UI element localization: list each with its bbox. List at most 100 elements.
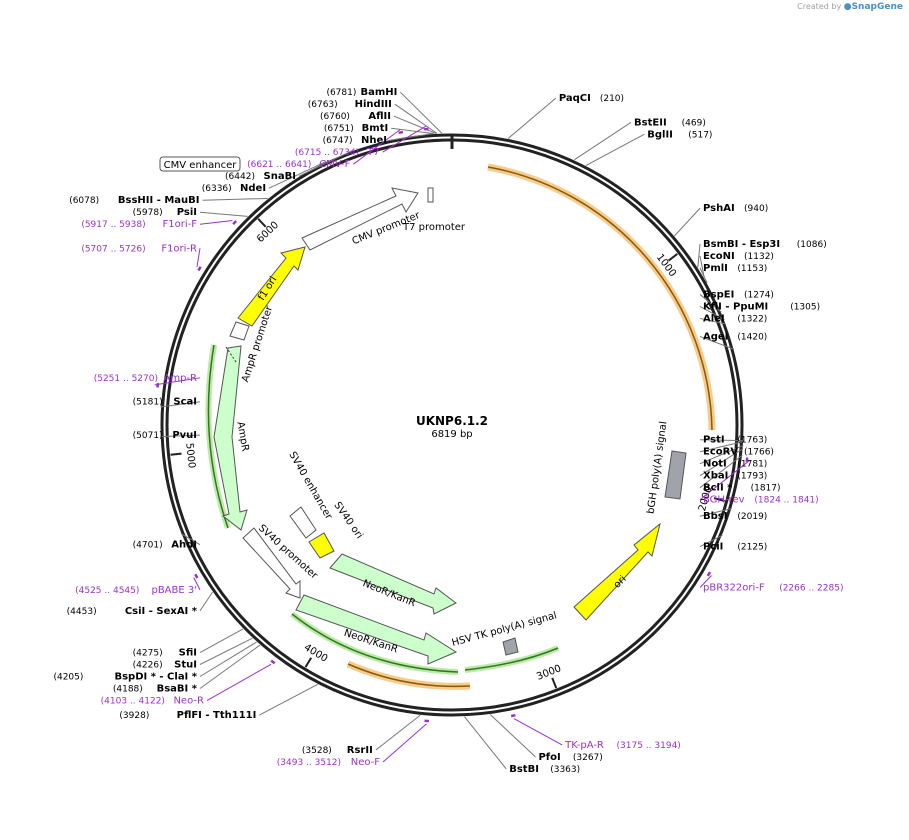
site-hindiii-label: HindIII(6763) <box>308 99 392 110</box>
site-bmti-label: BmtI(6751) <box>324 123 388 134</box>
site-bmti-name: BmtI <box>362 123 389 134</box>
primer-cmv-f-label: CMV-F(6621 .. 6641) <box>247 159 351 170</box>
primer-pbr322ori-f-label: pBR322ori-F(2266 .. 2285) <box>703 583 843 594</box>
tick-label-4000: 4000 <box>302 642 329 665</box>
sv40-enhancer-label: SV40 enhancer <box>286 450 334 522</box>
green-arc-hsvtk-line <box>464 647 559 671</box>
primer-f1ori-f-label: F1ori-F(5917 .. 5938) <box>81 219 197 230</box>
primer-bgh-rev-name: BGH-rev <box>703 495 745 506</box>
site-kfli-ppumi-leader <box>699 305 725 321</box>
bgh-polya-label: bGH poly(A) signal <box>646 421 670 515</box>
site-scai-leader <box>160 401 201 408</box>
site-ahdi-leader <box>180 533 201 546</box>
site-alei-position: (1322) <box>737 314 767 324</box>
site-ecorv-position: (1766) <box>744 448 774 458</box>
primer-layer: BGH-rev(1824 .. 1841) pBR322ori-F(2266 ..… <box>75 127 843 768</box>
site-noti-label: NotI (1781) <box>703 459 767 470</box>
site-pflfi-tth111i-position: (3928) <box>119 711 149 721</box>
primer-f1ori-r-name: F1ori-R <box>161 243 197 254</box>
site-bspei-label: BspEI(1274) <box>703 289 774 300</box>
tick-label-6000: 6000 <box>255 220 281 245</box>
primer-f1ori-f-range: (5917 .. 5938) <box>81 220 145 230</box>
neor-kanr-inner-arrow <box>329 553 457 615</box>
site-pflfi-tth111i-label: PflFI - Tth111I(3928) <box>119 710 256 721</box>
tick-1000 <box>668 253 679 262</box>
site-paqci-position: (210) <box>600 94 624 104</box>
site-stui-name: StuI <box>174 660 197 671</box>
primer-f1ori-r-marker <box>197 266 202 272</box>
site-nhei-name: NheI <box>361 135 387 146</box>
sv40-promoter-arrow <box>242 527 301 599</box>
plasmid-name: UKNP6.1.2 <box>416 414 488 428</box>
site-psti-leader <box>699 439 744 442</box>
site-ahdi-label: AhdI(4701) <box>133 540 197 551</box>
site-bcli-name: BclI * <box>703 483 733 494</box>
site-bspdi-clai-leader <box>199 641 257 677</box>
site-bbsi-label: BbsI(2019) <box>703 511 767 522</box>
site-pvui-label: PvuI(5071) <box>133 430 197 441</box>
t7-promoter-label: T7 promoter <box>402 222 466 233</box>
site-pmli-leader <box>699 267 708 284</box>
site-rsrii-name: RsrII <box>347 745 373 756</box>
site-stui-position: (4226) <box>133 661 163 671</box>
site-noti-position: (1781) <box>737 460 767 470</box>
site-pvui-position: (5071) <box>133 431 163 441</box>
site-alei-label: AleI(1322) <box>703 313 767 324</box>
primer-f1ori-r-leader <box>196 248 201 268</box>
snapgene-logo: ● <box>843 2 852 12</box>
site-ndei-position: (6336) <box>202 184 232 194</box>
site-bsabi-label: BsaBI *(4188) <box>113 684 198 695</box>
primer-bgh-rev-label: BGH-rev(1824 .. 1841) <box>703 495 819 506</box>
site-bglii-position: (517) <box>688 130 712 140</box>
site-bspei-leader <box>699 294 722 313</box>
site-sfii-leader <box>199 628 244 653</box>
primer-neo-f-range: (3493 .. 3512) <box>277 758 341 768</box>
green-arc-ampr-line <box>207 344 229 529</box>
sv40-ori-box <box>308 532 335 559</box>
site-stui-label: StuI (4226) <box>133 660 197 671</box>
primer-neo-r-label: Neo-R(4103 .. 4122) <box>101 696 204 707</box>
primer-neo-f-name: Neo-F <box>351 757 381 768</box>
f1-ori-arrow <box>237 246 306 327</box>
primer-t7-leader <box>382 125 427 153</box>
site-bsteii-name: BstEII <box>634 117 667 128</box>
site-bsshii-maubi-position: (6078) <box>69 196 99 206</box>
neor-kanr-outer-arrow <box>295 594 458 665</box>
site-bspei-position: (1274) <box>744 290 774 300</box>
t7-promoter-box <box>427 187 434 203</box>
hsv-tk-polya-box <box>502 637 519 656</box>
site-snabi-name: SnaBI <box>264 171 296 182</box>
tick-4000 <box>304 657 313 668</box>
primer-neo-f-label: Neo-F (3493 .. 3512) <box>277 757 381 768</box>
site-bbsi-leader <box>699 507 732 517</box>
primer-cmv-f-leader <box>353 129 401 165</box>
site-agei-label: AgeI(1420) <box>703 331 767 342</box>
site-pfoi-label: PfoI(3267) <box>538 752 602 763</box>
site-bspdi-clai-label: BspDI * - ClaI *(4205) <box>53 672 197 683</box>
site-bstbi-name: BstBI <box>509 764 539 775</box>
primer-f1ori-r-label: F1ori-R(5707 .. 5726) <box>81 243 197 254</box>
primer-neo-r-marker <box>270 659 276 665</box>
site-hindiii-name: HindIII <box>355 99 392 110</box>
site-noti-name: NotI <box>703 459 727 470</box>
cmv-promoter-arrow <box>301 187 419 251</box>
primer-cmv-f-range: (6621 .. 6641) <box>247 160 311 170</box>
site-snabi-position: (6442) <box>225 172 255 182</box>
site-nhei-label: NheI(6747) <box>323 135 387 146</box>
site-agei-leader <box>699 335 735 350</box>
tick-6000 <box>257 218 267 228</box>
primer-pbr322ori-f-range: (2266 .. 2285) <box>779 584 843 594</box>
primer-pbr322ori-f-marker <box>706 571 712 577</box>
primer-amp-r-range: (5251 .. 5270) <box>94 374 158 384</box>
site-ndei-leader <box>268 160 327 189</box>
site-csii-sexai-label: CsiI - SexAI *(4453) <box>67 606 198 617</box>
site-csii-sexai-position: (4453) <box>67 607 97 617</box>
site-bsteii-position: (469) <box>682 118 706 128</box>
site-bbsi-name: BbsI <box>703 511 727 522</box>
site-noti-leader <box>699 445 744 465</box>
site-aflii-name: AflII <box>368 111 391 122</box>
sv40-ori-label: SV40 ori <box>331 500 364 541</box>
site-bamhi-leader <box>400 91 443 134</box>
site-pflfi-tth111i-leader <box>259 683 318 716</box>
site-pcii-name: PciI <box>703 542 723 553</box>
